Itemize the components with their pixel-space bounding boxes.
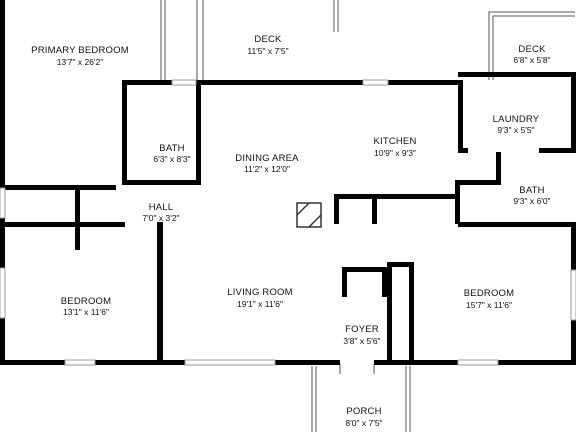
fireplace-icon (296, 202, 322, 228)
room-label-laundry: LAUNDRY (493, 114, 540, 125)
thin-lines (160, 0, 575, 432)
room-dims-bath-right: 9'3" x 6'0" (513, 196, 550, 206)
room-label-deck-center: DECK (254, 34, 282, 45)
room-dims-deck-right: 6'8" x 5'8" (513, 55, 550, 65)
room-label-hall: HALL (149, 202, 174, 213)
room-dims-bedroom-left: 13'1" x 11'6" (63, 307, 109, 317)
room-label-bedroom-right: BEDROOM (464, 288, 515, 299)
room-label-bath-right: BATH (519, 185, 544, 196)
room-dims-foyer: 3'8" x 5'6" (343, 336, 380, 346)
room-label-porch: PORCH (346, 406, 381, 417)
room-label-primary-bedroom: PRIMARY BEDROOM (31, 45, 129, 56)
room-label-living-room: LIVING ROOM (227, 287, 293, 298)
room-label-bath-left: BATH (159, 143, 184, 154)
room-label-kitchen: KITCHEN (373, 136, 416, 147)
room-label-bedroom-left: BEDROOM (61, 296, 112, 307)
room-dims-porch: 8'0" x 7'5" (345, 418, 382, 428)
room-label-foyer: FOYER (345, 324, 379, 335)
room-dims-hall: 7'0" x 3'2" (142, 213, 179, 223)
room-labels: PRIMARY BEDROOM 13'7" x 26'2" DECK 11'5"… (31, 34, 550, 428)
room-dims-deck-center: 11'5" x 7'5" (247, 46, 288, 56)
windows (0, 79, 576, 366)
room-dims-bedroom-right: 15'7" x 11'6" (466, 300, 512, 310)
room-label-dining-area: DINING AREA (235, 153, 299, 164)
room-dims-dining-area: 11'2" x 12'0" (244, 164, 290, 174)
room-dims-living-room: 19'1" x 11'6" (237, 299, 283, 309)
room-dims-kitchen: 10'9" x 9'3" (374, 148, 416, 158)
room-label-deck-right: DECK (518, 44, 546, 55)
room-dims-bath-left: 6'3" x 8'3" (153, 154, 190, 164)
room-dims-primary-bedroom: 13'7" x 26'2" (57, 57, 104, 67)
room-dims-laundry: 9'3" x 5'5" (497, 125, 534, 135)
